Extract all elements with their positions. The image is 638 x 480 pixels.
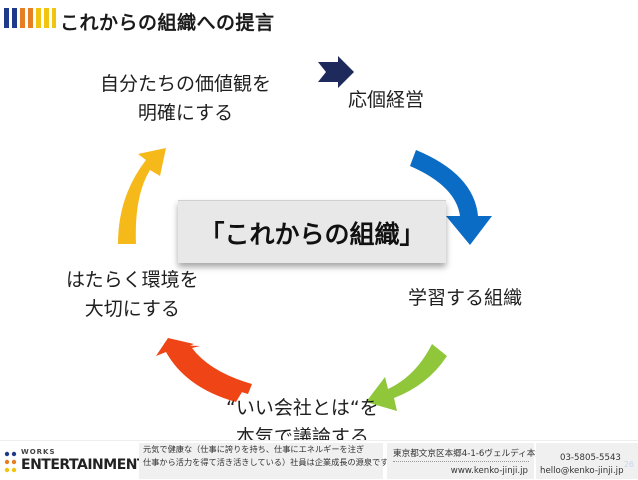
arrow-green-icon: [366, 344, 447, 411]
slide-title: これからの組織への提言: [60, 12, 275, 34]
slide-title-bar: これからの組織への提言: [0, 0, 638, 44]
logo-dots-icon: [4, 451, 17, 473]
cycle-item-4-line-1: はたらく環境を: [66, 269, 199, 291]
company-logo: WORKS ENTERTAINMENT: [0, 443, 147, 479]
phone-number: 03-5805-5543: [560, 453, 621, 463]
cycle-item-5-line-2: 明確にする: [137, 102, 234, 124]
page-number: 26: [623, 460, 634, 469]
logo-entertainment-text: ENTERTAINMENT: [21, 457, 147, 473]
footer-address: 東京都文京区本郷4-1-6ヴェルディ本郷2F www.kenko-jinji.j…: [387, 443, 554, 479]
center-box: 「これからの組織」: [178, 200, 446, 263]
email-link[interactable]: hello@kenko-jinji.jp: [540, 466, 624, 476]
arrow-navy-icon: [318, 56, 354, 88]
cycle-item-1: 応個経営: [348, 86, 424, 115]
mission-line-2: 仕事から活力を得て活き活きしている）社員は企業成長の源泉です。: [143, 457, 396, 467]
arrow-yellow-icon: [118, 148, 166, 244]
cycle-item-5-line-1: 自分たちの価値観を: [100, 73, 272, 95]
footer: WORKS ENTERTAINMENT 元気で健康な（仕事に誇りを持ち、仕事にエ…: [0, 440, 638, 480]
title-accent-icon: [4, 8, 56, 28]
arrow-blue-icon: [410, 150, 492, 245]
cycle-item-4: はたらく環境を 大切にする: [66, 266, 199, 324]
cycle-arrows: [118, 56, 492, 411]
address-text: 東京都文京区本郷4-1-6ヴェルディ本郷2F: [393, 449, 555, 459]
mission-line-1: 元気で健康な（仕事に誇りを持ち、仕事にエネルギーを注ぎ: [143, 444, 365, 454]
center-label: 「これからの組織」: [199, 220, 425, 249]
logo-works-text: WORKS: [21, 448, 56, 456]
address-divider: [393, 461, 529, 462]
cycle-item-5: 自分たちの価値観を 明確にする: [100, 70, 271, 128]
cycle-item-2-line-1: 学習する組織: [408, 287, 523, 309]
website-link[interactable]: www.kenko-jinji.jp: [450, 466, 528, 476]
cycle-item-1-line-1: 応個経営: [348, 89, 425, 111]
cycle-item-4-line-2: 大切にする: [84, 298, 180, 320]
footer-contact: 03-5805-5543 hello@kenko-jinji.jp 26: [536, 443, 638, 479]
cycle-item-3-line-1: “いい会社とは“を: [226, 397, 379, 419]
arrow-red-icon: [156, 338, 252, 402]
cycle-item-2: 学習する組織: [408, 284, 522, 313]
footer-mission: 元気で健康な（仕事に誇りを持ち、仕事にエネルギーを注ぎ 仕事から活力を得て活き活…: [139, 443, 396, 479]
